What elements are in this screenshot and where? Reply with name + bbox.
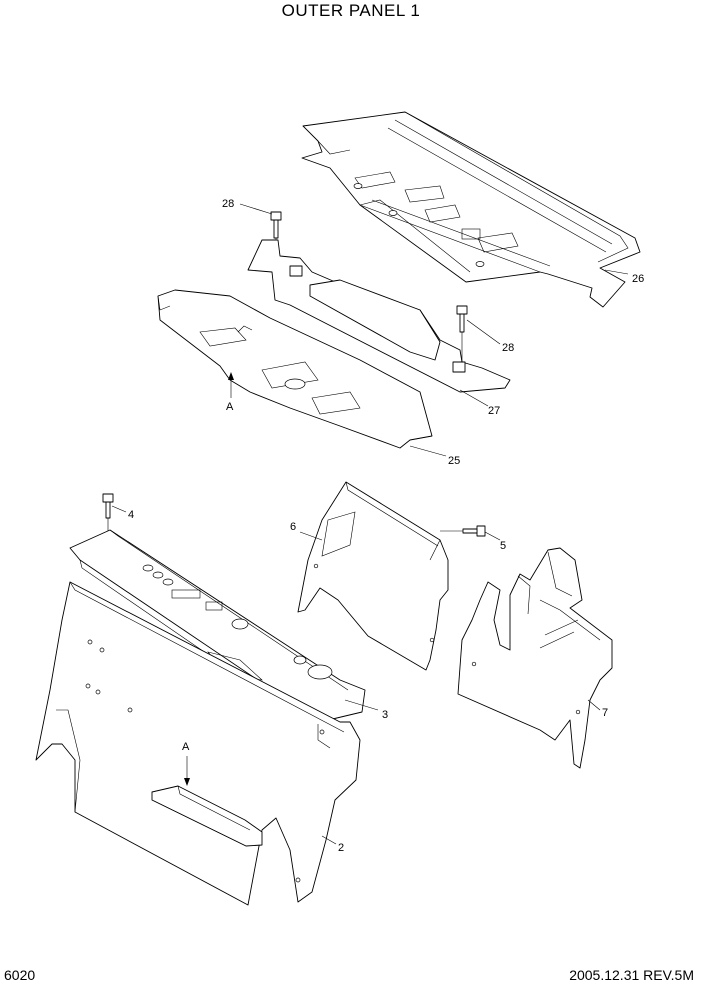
callout-5: 5 [500, 540, 506, 552]
page-code: 6020 [4, 967, 36, 983]
part-4-bolt [102, 493, 114, 536]
view-arrow-a-upper [228, 372, 234, 398]
callout-a-lower: A [182, 741, 190, 753]
page-title: OUTER PANEL 1 [281, 1, 421, 20]
part-5-bolt [440, 525, 486, 537]
callout-26: 26 [632, 273, 644, 285]
callout-a-upper: A [226, 401, 234, 413]
callout-2: 2 [338, 842, 344, 854]
callout-25: 25 [448, 455, 460, 467]
part-7-side-panel [457, 547, 613, 769]
callout-28-upper: 28 [222, 198, 234, 210]
part-6-side-panel [297, 481, 449, 671]
callout-4: 4 [128, 509, 134, 521]
part-2-rear-wall [35, 581, 361, 906]
part-2-lower-bracket [151, 785, 263, 847]
callout-28-lower: 28 [502, 342, 514, 354]
callout-7: 7 [602, 707, 608, 719]
callout-6: 6 [290, 521, 296, 533]
part-26-roof-cover [301, 111, 641, 308]
part-28-bolt-lower [456, 305, 468, 362]
part-25-floor-plate [157, 289, 433, 449]
revision-date: 2005.12.31 REV.5M [569, 967, 694, 983]
part-27-duct-panel [247, 239, 511, 393]
callout-27: 27 [488, 405, 500, 417]
callout-3: 3 [382, 709, 388, 721]
view-arrow-a-lower [184, 756, 190, 786]
